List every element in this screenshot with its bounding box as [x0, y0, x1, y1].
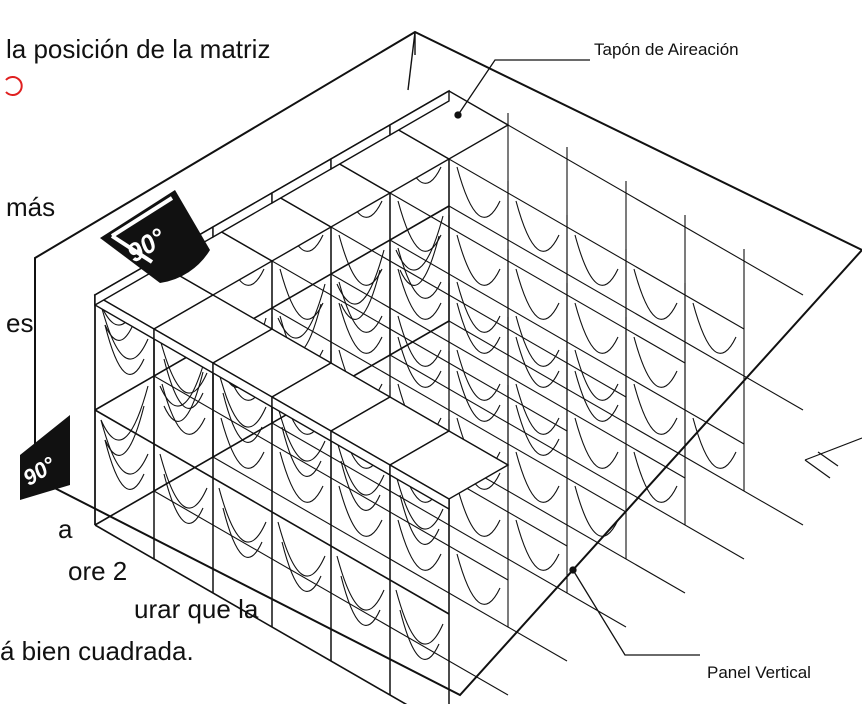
instruction-line-4: a — [58, 514, 73, 544]
panel-arch — [515, 404, 560, 456]
panel-arch — [279, 451, 324, 503]
instruction-line-3: es — [6, 308, 34, 338]
panel-arch — [336, 555, 385, 611]
module-edge — [389, 354, 745, 560]
panel-arch — [163, 473, 204, 524]
callout-leader-panel — [569, 566, 700, 656]
panel-arch — [397, 200, 442, 252]
panel-arch — [338, 234, 383, 286]
panel-arch — [340, 269, 381, 320]
module-edge — [448, 205, 804, 411]
base-plate — [34, 30, 862, 697]
panel-arch — [515, 268, 560, 320]
panel-arch — [456, 485, 501, 537]
panel-arch — [399, 494, 440, 545]
panel-arch — [633, 383, 678, 435]
panel-arch — [574, 349, 619, 401]
panel-arch — [397, 336, 442, 388]
panel-arch — [397, 268, 442, 320]
panel-arch — [395, 589, 444, 645]
panel-arch — [574, 417, 619, 469]
panel-arch — [399, 609, 440, 660]
panel-arch — [574, 485, 619, 537]
panel-arch — [397, 247, 442, 299]
panel-arch — [218, 372, 267, 428]
panel-arch — [456, 349, 501, 401]
angle-badge-side: 90° — [18, 415, 70, 500]
callout-leader-aeration — [454, 59, 590, 119]
panel-arch — [515, 336, 560, 388]
red-marker-icon — [5, 76, 23, 96]
module-edge — [448, 320, 804, 526]
module-face — [389, 463, 450, 511]
panel-arch — [281, 426, 322, 477]
panel-arch — [100, 304, 149, 360]
panel-arch — [100, 385, 149, 441]
panel-arch — [159, 338, 208, 394]
callout-aeration-plug: Tapón de Aireación — [594, 40, 739, 59]
panel-arch — [633, 336, 678, 388]
panel-arch — [515, 519, 560, 571]
back-wall-lines — [407, 31, 416, 91]
panel-arch — [104, 405, 145, 456]
module-face — [389, 89, 450, 137]
panel-arch — [515, 383, 560, 435]
panel-arch — [159, 453, 208, 509]
panel-arch — [338, 302, 383, 354]
instruction-line-5: ore 2 — [68, 556, 128, 586]
panel-arch — [574, 370, 619, 422]
panel-arch — [456, 370, 501, 422]
instruction-line-2: más — [6, 192, 56, 222]
panel-arch — [515, 200, 560, 252]
panel-arch — [574, 302, 619, 354]
panel-arch — [456, 302, 501, 354]
panel-arch — [574, 234, 619, 286]
panel-arch — [281, 541, 322, 592]
instruction-line-1: la posición de la matriz — [6, 34, 271, 64]
panel-arch — [218, 487, 267, 543]
panel-arch — [340, 575, 381, 626]
panel-arch — [456, 281, 501, 333]
panel-arch — [692, 302, 737, 354]
panel-arch — [340, 460, 381, 511]
panel-arch — [338, 485, 383, 537]
panel-arch — [456, 166, 501, 218]
panel-arch — [633, 451, 678, 503]
panel-arch — [456, 553, 501, 605]
panel-arch — [104, 324, 145, 375]
panel-arch — [515, 315, 560, 367]
panel-arch — [104, 439, 145, 490]
panel-arch — [163, 358, 204, 409]
dimension-marker — [804, 437, 862, 479]
panel-arch — [338, 281, 383, 333]
panel-arch — [397, 315, 442, 367]
module-grid — [93, 89, 804, 704]
panel-arch — [220, 417, 265, 469]
panel-arch — [515, 451, 560, 503]
instruction-line-7: á bien cuadrada. — [0, 636, 194, 666]
panel-arch — [456, 234, 501, 286]
panel-arch — [279, 268, 324, 320]
callout-vertical-panel: Panel Vertical — [707, 663, 811, 682]
panel-arch — [100, 419, 149, 475]
panel-arch — [277, 521, 326, 577]
panel-arch — [163, 371, 204, 422]
panel-arch — [399, 235, 440, 286]
panel-arch — [222, 507, 263, 558]
instruction-line-6: urar que la — [134, 594, 259, 624]
panel-arch — [397, 519, 442, 571]
panel-arch — [633, 268, 678, 320]
panel-arch — [161, 383, 206, 435]
panel-arch — [692, 417, 737, 469]
